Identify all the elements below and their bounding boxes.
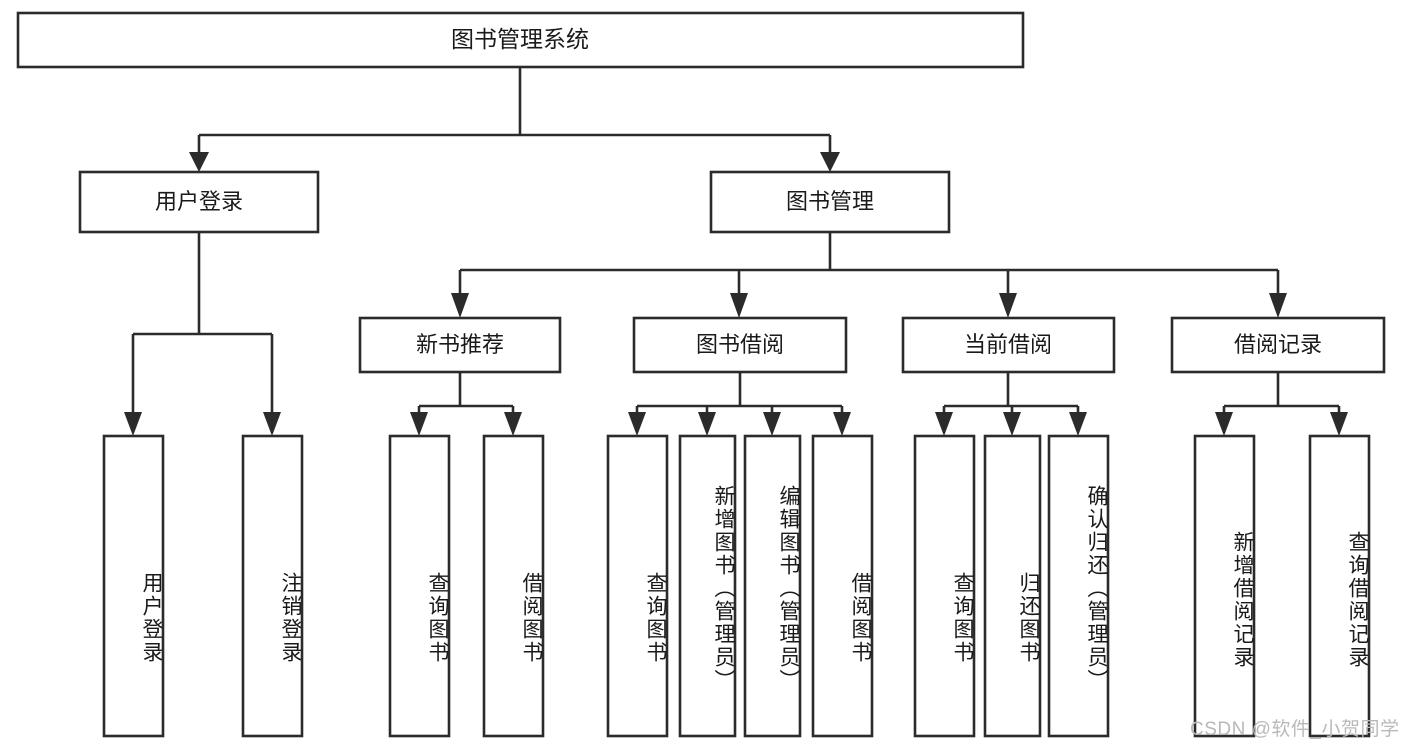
node-user-login[interactable]: 用户登录 — [78, 170, 320, 234]
node-current-borrow[interactable]: 当前借阅 — [901, 316, 1116, 374]
leaf-box-book-borrow-1[interactable] — [678, 434, 737, 738]
watermark-credit: CSDN @软件_小贺同学 — [1190, 719, 1400, 740]
arrow-level1-0-icon — [189, 152, 209, 172]
node-borrow-record[interactable]: 借阅记录 — [1170, 316, 1386, 374]
leaf-box-book-borrow-2[interactable] — [743, 434, 802, 738]
arrow-currentborrow-0-icon — [935, 412, 953, 436]
leaf-box-user-login-1[interactable] — [241, 434, 304, 738]
node-root-box — [16, 11, 1025, 69]
arrow-bookborrow-0-icon — [628, 412, 646, 436]
arrow-borrowrecord-1-icon — [1330, 412, 1348, 436]
arrow-currentborrow-2-icon — [1069, 412, 1087, 436]
arrow-bookborrow-1-icon — [698, 412, 716, 436]
node-borrow-record-label: 借阅记录 — [1234, 332, 1322, 357]
node-root-label: 图书管理系统 — [451, 26, 589, 52]
arrow-newbook-0-icon — [410, 412, 428, 436]
arrow-userlogin-0-icon — [124, 412, 142, 436]
node-borrow-record-box — [1170, 316, 1386, 374]
node-current-borrow-label: 当前借阅 — [964, 332, 1052, 357]
arrow-currentborrow-1-icon — [1003, 412, 1021, 436]
leaf-box-new-book-1[interactable] — [482, 434, 545, 738]
arrow-bookborrow-2-icon — [763, 412, 781, 436]
arrow-level2-1-icon — [730, 293, 748, 318]
node-new-book-recommend[interactable]: 新书推荐 — [358, 316, 562, 374]
arrow-level2-2-icon — [999, 293, 1017, 318]
arrow-level2-0-icon — [451, 293, 469, 318]
leaf-box-new-book-0[interactable] — [388, 434, 451, 738]
arrow-bookborrow-3-icon — [833, 412, 851, 436]
leaf-box-current-borrow-2[interactable] — [1047, 434, 1110, 738]
arrow-level2-3-icon — [1269, 293, 1287, 318]
leaf-box-book-borrow-0[interactable] — [606, 434, 669, 738]
leaf-box-borrow-record-1[interactable] — [1308, 434, 1371, 738]
node-book-management[interactable]: 图书管理 — [709, 170, 951, 234]
leaf-box-borrow-record-0[interactable] — [1193, 434, 1256, 738]
node-book-borrow-label: 图书借阅 — [696, 332, 784, 357]
leaf-box-current-borrow-0[interactable] — [913, 434, 976, 738]
node-book-management-label: 图书管理 — [786, 189, 874, 214]
node-user-login-label: 用户登录 — [155, 189, 243, 214]
node-book-borrow[interactable]: 图书借阅 — [632, 316, 848, 374]
arrow-newbook-1-icon — [504, 412, 522, 436]
node-root[interactable]: 图书管理系统 — [16, 11, 1025, 69]
node-new-book-recommend-label: 新书推荐 — [416, 332, 504, 357]
node-book-borrow-box — [632, 316, 848, 374]
arrow-level1-1-icon — [820, 152, 840, 172]
leaf-box-user-login-0[interactable] — [102, 434, 165, 738]
leaf-box-book-borrow-3[interactable] — [811, 434, 874, 738]
arrow-userlogin-1-icon — [263, 412, 281, 436]
node-new-book-recommend-box — [358, 316, 562, 374]
node-book-management-box — [709, 170, 951, 234]
node-current-borrow-box — [901, 316, 1116, 374]
arrow-borrowrecord-0-icon — [1215, 412, 1233, 436]
leaf-box-current-borrow-1[interactable] — [983, 434, 1042, 738]
